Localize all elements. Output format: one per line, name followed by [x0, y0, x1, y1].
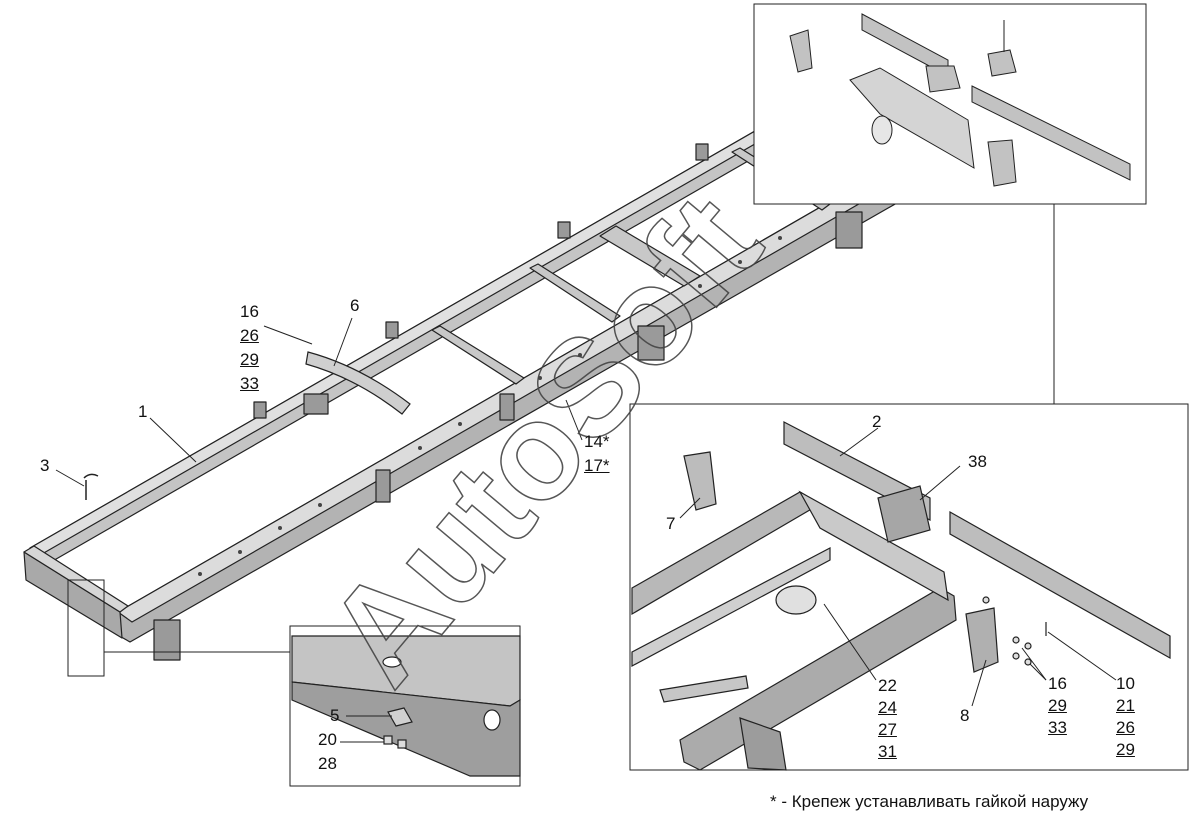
callout-3: 3 [40, 456, 50, 475]
footnote: * - Крепеж устанавливать гайкой наружу [770, 792, 1089, 811]
inset-bottom-left-parts [291, 635, 521, 777]
inset-top-right [753, 3, 1147, 205]
callout-24: 24 [878, 698, 897, 717]
callout-26: 26 [240, 326, 259, 345]
callout-33-inset: 33 [1048, 718, 1067, 737]
part-6-saddle [305, 351, 411, 415]
callout-29-inset-b: 29 [1116, 740, 1135, 759]
mounting-brackets [153, 143, 863, 661]
inset-bottom-right [629, 403, 1189, 771]
inset-bottom-right-parts [631, 421, 1171, 771]
part-3-pin [83, 473, 99, 500]
callout-14: 14* [584, 432, 610, 451]
callout-1: 1 [138, 402, 148, 421]
leader-lines [55, 317, 1117, 743]
detail-outline-front [67, 579, 105, 677]
callout-8: 8 [960, 706, 970, 725]
callout-16: 16 [240, 302, 259, 321]
callout-5: 5 [330, 706, 340, 725]
callout-26-inset: 26 [1116, 718, 1135, 737]
callout-16-inset: 16 [1048, 674, 1067, 693]
callout-21: 21 [1116, 696, 1135, 715]
callout-29-inset: 29 [1048, 696, 1067, 715]
callout-6: 6 [350, 296, 360, 315]
callout-2: 2 [872, 412, 882, 431]
callout-33: 33 [240, 374, 259, 393]
callout-38: 38 [968, 452, 987, 471]
callout-28: 28 [318, 754, 337, 773]
callout-22: 22 [878, 676, 897, 695]
callout-29: 29 [240, 350, 259, 369]
callout-17: 17* [584, 456, 610, 475]
callout-7: 7 [666, 514, 676, 533]
callout-10: 10 [1116, 674, 1135, 693]
callout-31: 31 [878, 742, 897, 761]
callout-27: 27 [878, 720, 897, 739]
callout-20: 20 [318, 730, 337, 749]
inset-top-right-parts [789, 13, 1131, 187]
